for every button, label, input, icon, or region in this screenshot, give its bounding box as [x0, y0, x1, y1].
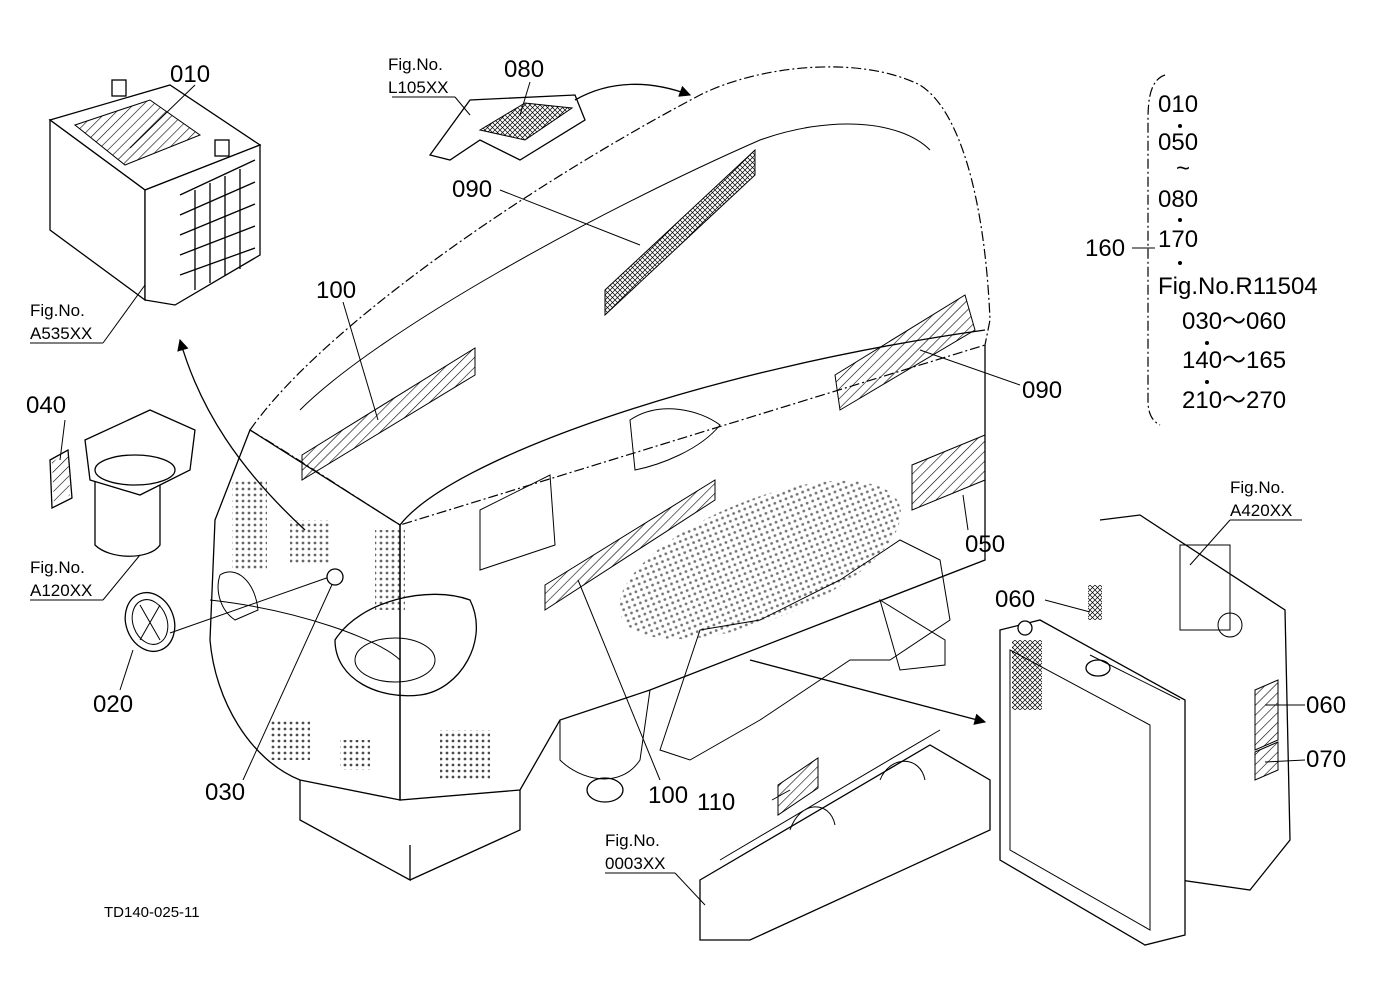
fig-ref-l105: L105XX [388, 78, 449, 97]
callout-060-left: 060 [995, 586, 1035, 613]
fig-ref-a120: A120XX [30, 581, 92, 600]
exploded-view-arrows [177, 83, 987, 725]
set-line-080: 080 [1158, 186, 1198, 213]
set-line-fig-r11504: Fig.No.R11504 [1158, 273, 1318, 300]
callout-100-top: 100 [316, 277, 356, 304]
fig-label-a535: Fig.No. [30, 301, 85, 320]
set-dot-3 [1178, 261, 1182, 265]
drawing-code: TD140-025-11 [104, 904, 200, 921]
leader-lines [30, 81, 1306, 906]
set-dot-2 [1178, 218, 1182, 222]
set-dot-4 [1205, 341, 1209, 345]
part-set-list: 010 050 ~ 080 170 Fig.No.R11504 030～060 … [1158, 91, 1318, 414]
callout-060-right: 060 [1306, 692, 1346, 719]
callout-080: 080 [504, 56, 544, 83]
fig-label-l105: Fig.No. [388, 55, 443, 74]
set-line-210-270: 210～270 [1182, 387, 1286, 414]
callout-labels: 010 080 090 090 100 100 040 020 030 050 … [26, 56, 1346, 816]
set-tilde: ~ [1176, 155, 1190, 182]
callout-040: 040 [26, 392, 66, 419]
callout-020: 020 [93, 691, 133, 718]
fig-label-a120: Fig.No. [30, 558, 85, 577]
set-line-050: 050 [1158, 129, 1198, 156]
callout-110: 110 [697, 789, 735, 816]
fig-ref-a535: A535XX [30, 324, 92, 343]
cap-part [124, 591, 176, 653]
callout-050: 050 [965, 531, 1005, 558]
fig-ref-0003: 0003XX [605, 854, 666, 873]
fig-label-0003: Fig.No. [605, 831, 660, 850]
set-dot-1 [1178, 124, 1182, 128]
battery-cell-grid [179, 159, 256, 290]
fuel-filter-part [49, 409, 196, 557]
figure-references: Fig.No. L105XX Fig.No. A535XX Fig.No. A1… [30, 55, 1292, 873]
radiator-part [999, 514, 1291, 946]
fig-label-a420: Fig.No. [1230, 478, 1285, 497]
part-set-bracket [1147, 74, 1166, 426]
set-line-030-060: 030～060 [1182, 308, 1286, 335]
tractor-hood [209, 66, 991, 882]
callout-160: 160 [1085, 235, 1125, 262]
callout-090-top: 090 [452, 176, 492, 203]
set-line-140-165: 140～165 [1182, 347, 1286, 374]
callout-030: 030 [205, 779, 245, 806]
callout-070: 070 [1306, 746, 1346, 773]
set-line-170: 170 [1158, 226, 1198, 253]
callout-090-side: 090 [1022, 377, 1062, 404]
fig-ref-a420: A420XX [1230, 501, 1292, 520]
battery-part [48, 79, 262, 306]
set-dot-5 [1205, 380, 1209, 384]
set-line-010: 010 [1158, 91, 1198, 118]
top-cover-part [428, 94, 586, 161]
callout-010: 010 [170, 61, 210, 88]
callout-100-side: 100 [648, 782, 688, 809]
oil-pan-part [699, 729, 991, 941]
